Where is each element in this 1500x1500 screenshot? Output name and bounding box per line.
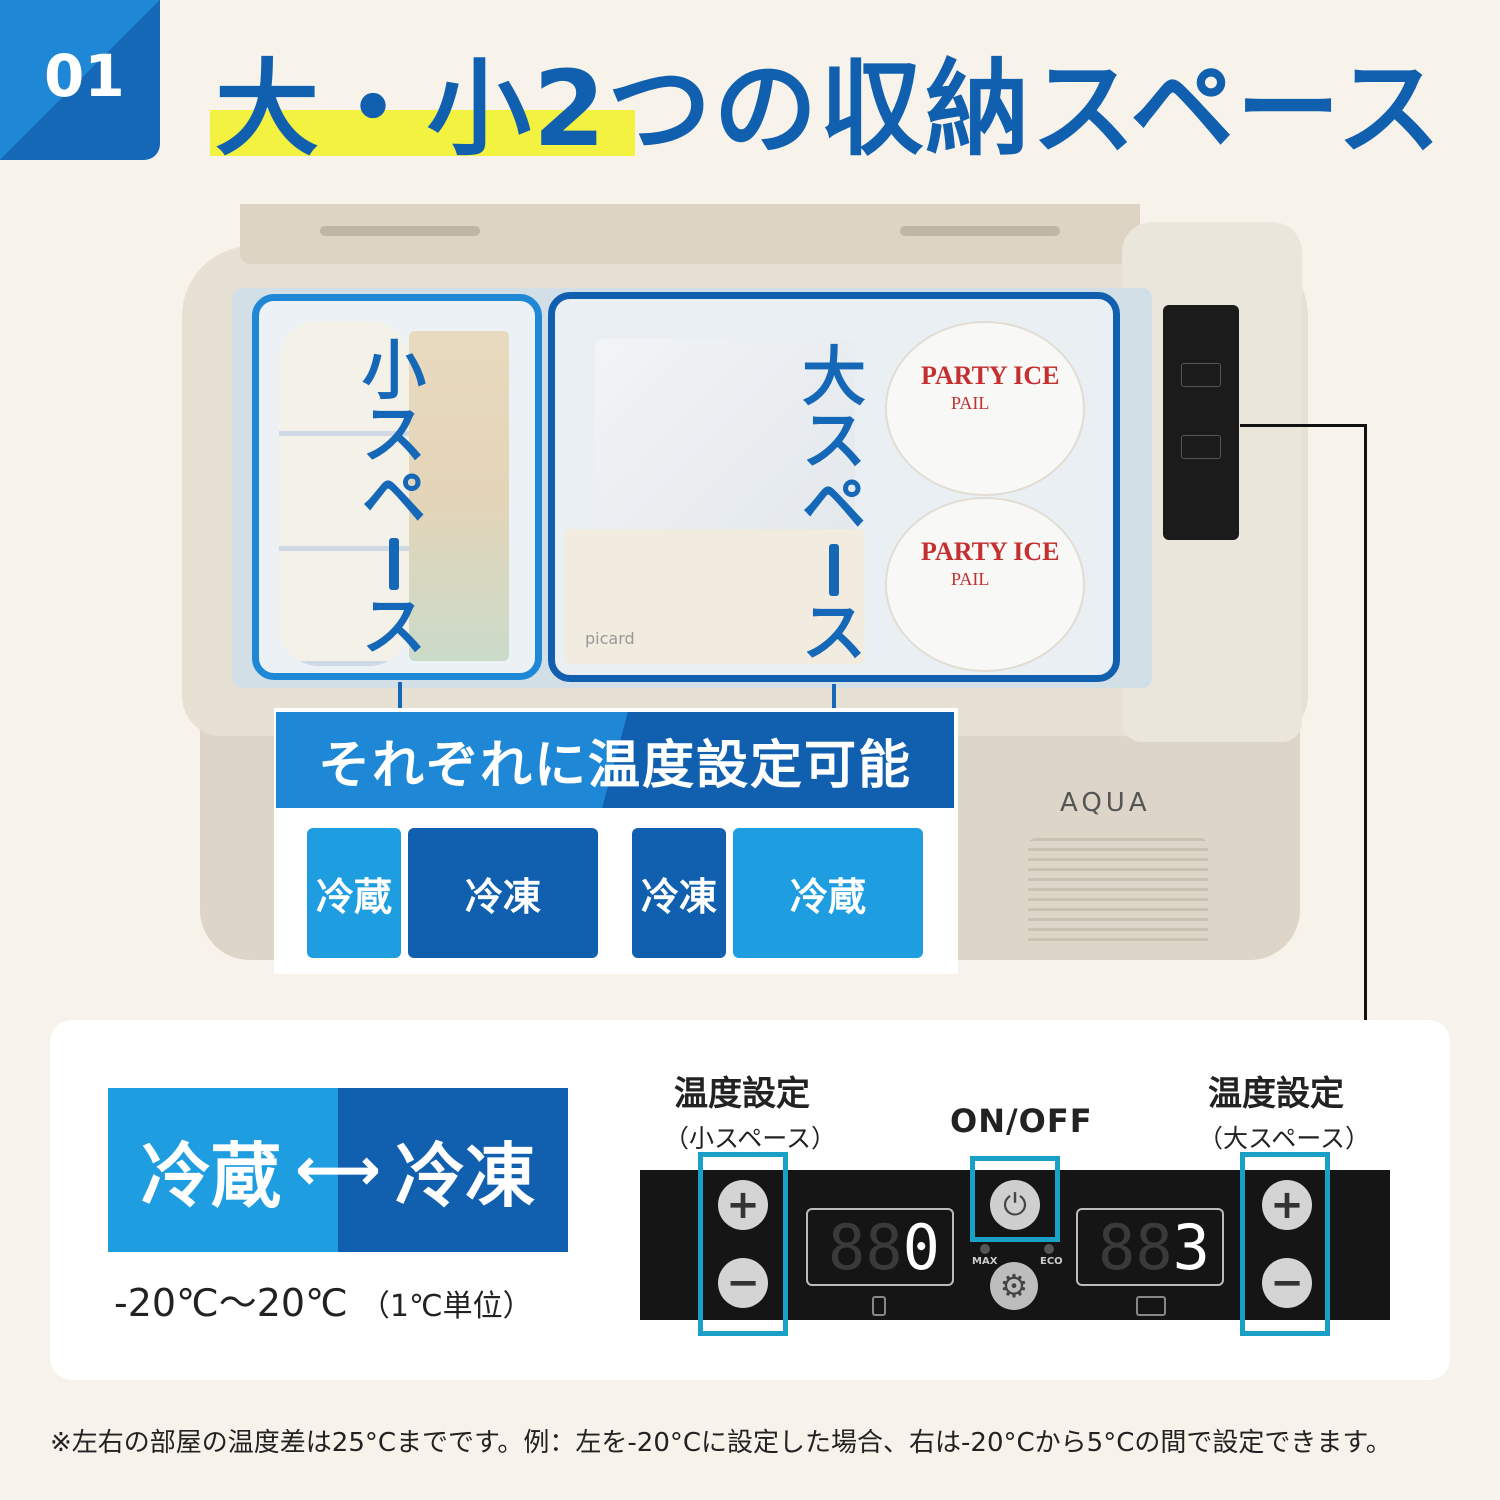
label-char: 小 bbox=[362, 335, 426, 409]
cooler-mini-panel bbox=[1163, 305, 1239, 540]
range-left: 冷蔵 bbox=[140, 1134, 281, 1217]
pail-brand: PARTY ICE bbox=[921, 361, 1060, 390]
power-button-highlight bbox=[970, 1156, 1060, 1242]
range-values: -20℃～20℃ bbox=[114, 1281, 348, 1325]
max-led bbox=[980, 1244, 990, 1254]
lid-slot bbox=[900, 226, 1060, 236]
range-unit-note: （1℃単位） bbox=[359, 1289, 533, 1324]
pail-brand: PARTY ICE bbox=[921, 537, 1060, 566]
title-highlight bbox=[210, 110, 635, 156]
mode-freeze: 冷凍 bbox=[408, 828, 598, 958]
right-temp-label: 温度設定 （大スペース） bbox=[1198, 1074, 1371, 1153]
page-title: 大・小2つの収納スペース bbox=[215, 48, 1443, 170]
eco-led bbox=[1044, 1244, 1054, 1254]
connector-line bbox=[398, 682, 402, 710]
lid-slot bbox=[320, 226, 480, 236]
label-char: ペ bbox=[362, 463, 426, 537]
tart-label: picard bbox=[585, 629, 635, 648]
mode-refrigerate: 冷蔵 bbox=[733, 828, 923, 958]
label-char: 大 bbox=[802, 341, 866, 415]
power-button[interactable]: ⏻ bbox=[990, 1180, 1040, 1230]
small-space-label: 小スペス bbox=[362, 340, 426, 660]
range-caption: -20℃～20℃ （1℃単位） bbox=[114, 1272, 533, 1327]
footnote: ※左右の部屋の温度差は25°Cまでです。例：左を-20°Cに設定した場合、右は-… bbox=[50, 1428, 1392, 1458]
label-char: ス bbox=[802, 597, 866, 671]
large-space-icon bbox=[1136, 1296, 1166, 1316]
label-char: ス bbox=[802, 405, 866, 479]
long-vowel-mark bbox=[389, 538, 399, 590]
large-space-area: picard PARTY ICE PAIL PARTY ICE PAIL bbox=[548, 292, 1120, 682]
gear-icon[interactable]: ⚙ bbox=[990, 1262, 1038, 1310]
pail-sub: PAIL bbox=[951, 393, 990, 413]
eco-label: ECO bbox=[1040, 1256, 1063, 1267]
right-plus-button[interactable]: + bbox=[1262, 1180, 1312, 1230]
section-badge: 01 bbox=[0, 0, 160, 160]
label-char: ス bbox=[362, 591, 426, 665]
label-char: ペ bbox=[802, 469, 866, 543]
left-button-highlight bbox=[698, 1152, 788, 1336]
cooler-vent bbox=[1028, 838, 1208, 948]
small-space-area bbox=[252, 294, 542, 680]
brand-logo: AQUA bbox=[1060, 788, 1151, 818]
small-space-icon bbox=[872, 1296, 886, 1316]
left-temp-label: 温度設定 （小スペース） bbox=[664, 1074, 837, 1153]
left-minus-button[interactable]: − bbox=[718, 1258, 768, 1308]
mode-freeze: 冷凍 bbox=[632, 828, 726, 958]
badge-number: 01 bbox=[44, 42, 125, 110]
callout-line bbox=[1364, 424, 1367, 1170]
double-arrow-icon: ⟷ bbox=[294, 1135, 381, 1205]
ice-pail: PARTY ICE PAIL bbox=[885, 497, 1085, 672]
ice-pail: PARTY ICE PAIL bbox=[885, 321, 1085, 496]
range-box bbox=[108, 1088, 568, 1252]
long-vowel-mark bbox=[829, 544, 839, 596]
mode-refrigerate: 冷蔵 bbox=[307, 828, 401, 958]
ice-cream-cups bbox=[279, 321, 409, 666]
tart-box: picard bbox=[565, 529, 865, 664]
right-minus-button[interactable]: − bbox=[1262, 1258, 1312, 1308]
connector-line bbox=[832, 684, 836, 710]
range-right: 冷凍 bbox=[395, 1134, 535, 1217]
max-label: MAX bbox=[972, 1256, 998, 1267]
onoff-label: ON/OFF bbox=[950, 1102, 1093, 1140]
snack-packages bbox=[409, 331, 509, 661]
large-space-label: 大スペス bbox=[802, 346, 866, 666]
cooler-lid bbox=[240, 204, 1140, 264]
right-button-highlight bbox=[1240, 1152, 1330, 1336]
left-plus-button[interactable]: + bbox=[718, 1180, 768, 1230]
pail-sub: PAIL bbox=[951, 569, 990, 589]
label-char: ス bbox=[362, 399, 426, 473]
callout-line bbox=[1240, 424, 1367, 427]
range-text: 冷蔵 ⟷ 冷凍 bbox=[108, 1088, 568, 1252]
temp-setting-heading: それぞれに温度設定可能 bbox=[276, 712, 954, 808]
